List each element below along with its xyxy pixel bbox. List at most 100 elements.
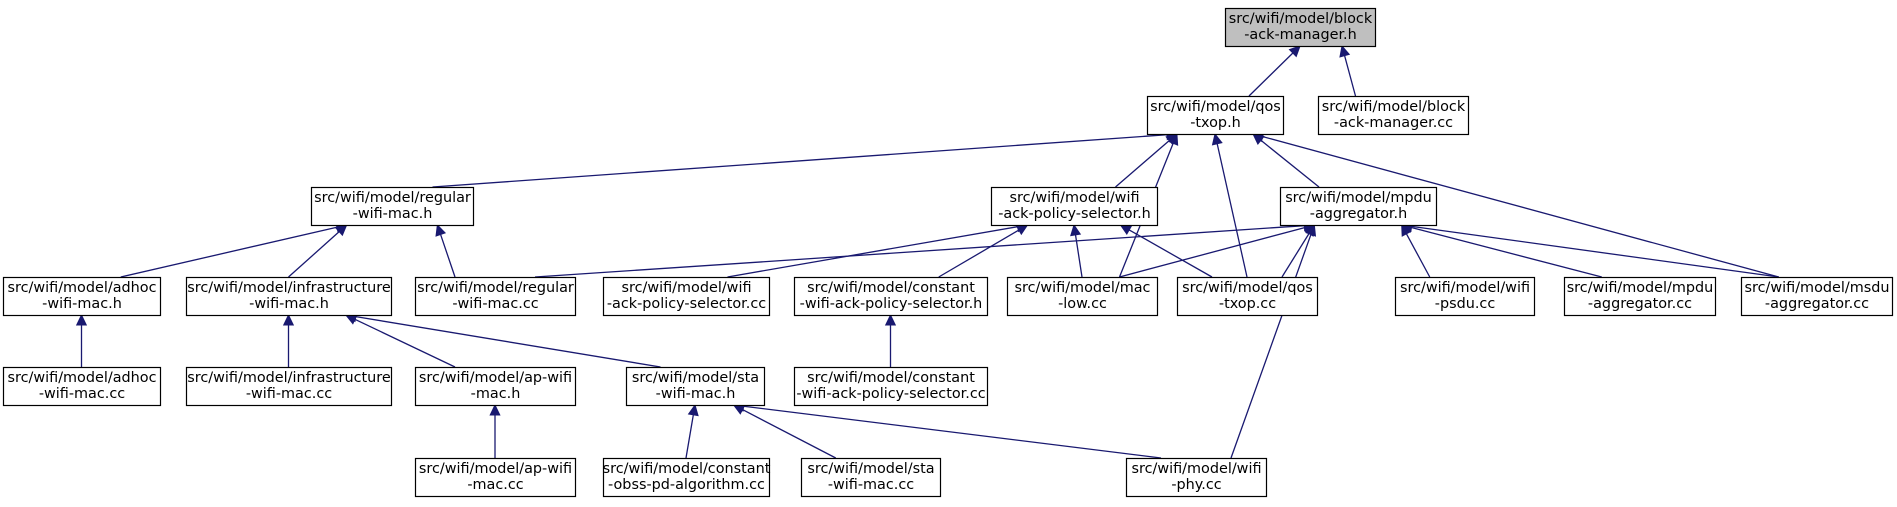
node-label-line: src/wifi/model/constant bbox=[807, 280, 975, 296]
node-label-line: -psdu.cc bbox=[1435, 296, 1496, 312]
node-regular-cc[interactable]: src/wifi/model/regular-wifi-mac.cc bbox=[414, 276, 577, 317]
arrowhead-icon bbox=[1167, 132, 1179, 146]
arrowhead-icon bbox=[435, 223, 447, 237]
node-infra-cc[interactable]: src/wifi/model/infrastructure-wifi-mac.c… bbox=[185, 366, 393, 407]
edge-line bbox=[1262, 135, 1779, 278]
node-const-aps-cc[interactable]: src/wifi/model/constant-wifi-ack-policy-… bbox=[793, 366, 989, 407]
edge-line bbox=[1230, 234, 1312, 459]
arrowhead-icon bbox=[1015, 224, 1029, 236]
node-label-line: -phy.cc bbox=[1171, 477, 1221, 493]
node-label-line: src/wifi/model/wifi bbox=[621, 280, 751, 296]
node-label-line: -wifi-mac.h bbox=[353, 206, 433, 222]
node-box bbox=[1176, 276, 1319, 317]
edge-regular_h-to-regular_cc bbox=[435, 223, 456, 278]
node-label-line: -ack-policy-selector.cc bbox=[607, 296, 766, 312]
node-label-line: src/wifi/model/wifi bbox=[1400, 280, 1530, 296]
node-label-line: src/wifi/model/adhoc bbox=[8, 370, 157, 386]
arrowhead-icon bbox=[282, 313, 295, 326]
node-mac-low-cc[interactable]: src/wifi/model/mac-low.cc bbox=[1006, 276, 1159, 317]
edge-infra_h-to-ap_h bbox=[344, 314, 456, 368]
node-ap-cc[interactable]: src/wifi/model/ap-wifi-mac.cc bbox=[414, 457, 577, 498]
edge-line bbox=[288, 231, 340, 278]
node-box bbox=[2, 276, 162, 317]
node-box bbox=[1279, 186, 1438, 227]
node-label-line: src/wifi/model/mpdu bbox=[1567, 280, 1714, 296]
arrowhead-icon bbox=[1070, 223, 1082, 237]
node-box bbox=[1317, 95, 1470, 136]
edge-line bbox=[1260, 139, 1320, 188]
node-label-line: -wifi-mac.h bbox=[656, 386, 736, 402]
edge-line bbox=[355, 315, 661, 368]
node-adhoc-h[interactable]: src/wifi/model/adhoc-wifi-mac.h bbox=[2, 276, 162, 317]
edge-line bbox=[354, 318, 456, 368]
edge-const_aps_h-to-const_aps_cc bbox=[884, 313, 897, 367]
edges-layer bbox=[75, 44, 1779, 459]
node-label-line: src/wifi/model/constant bbox=[807, 370, 975, 386]
node-box bbox=[602, 457, 771, 498]
arrowhead-icon bbox=[884, 313, 897, 326]
node-adhoc-cc[interactable]: src/wifi/model/adhoc-wifi-mac.cc bbox=[2, 366, 162, 407]
node-wifi-phy-cc[interactable]: src/wifi/model/wifi-phy.cc bbox=[1125, 457, 1268, 498]
node-label-line: src/wifi/model/ap-wifi bbox=[419, 370, 572, 386]
node-msdu-agg-cc[interactable]: src/wifi/model/msdu-aggregator.cc bbox=[1740, 276, 1894, 317]
node-box bbox=[1125, 457, 1268, 498]
node-qos-txop-cc[interactable]: src/wifi/model/qos-txop.cc bbox=[1176, 276, 1319, 317]
arrowhead-icon bbox=[1305, 223, 1317, 237]
node-bam-h[interactable]: src/wifi/model/block-ack-manager.h bbox=[1224, 7, 1377, 48]
node-wifi-aps-h[interactable]: src/wifi/model/wifi-ack-policy-selector.… bbox=[990, 186, 1159, 227]
node-box bbox=[602, 276, 771, 317]
node-label-line: -wifi-mac.cc bbox=[828, 477, 914, 493]
edge-qos_txop_h-to-qos_txop_cc bbox=[1211, 132, 1248, 278]
edge-line bbox=[1248, 52, 1294, 97]
arrowhead-icon bbox=[1339, 44, 1351, 58]
node-bam-cc[interactable]: src/wifi/model/block-ack-manager.cc bbox=[1317, 95, 1470, 136]
node-mpdu-agg-h[interactable]: src/wifi/model/mpdu-aggregator.h bbox=[1279, 186, 1438, 227]
edge-line bbox=[1074, 234, 1083, 278]
edge-line bbox=[534, 225, 1305, 278]
edge-line bbox=[439, 234, 456, 278]
node-wifi-psdu-cc[interactable]: src/wifi/model/wifi-psdu.cc bbox=[1394, 276, 1536, 317]
node-label-line: src/wifi/model/block bbox=[1229, 11, 1373, 27]
node-label-line: src/wifi/model/wifi bbox=[1131, 461, 1261, 477]
edge-regular_h-to-adhoc_h bbox=[120, 221, 348, 278]
node-ap-h[interactable]: src/wifi/model/ap-wifi-mac.h bbox=[414, 366, 577, 407]
node-label-line: -aggregator.cc bbox=[1765, 296, 1869, 312]
node-const-aps-h[interactable]: src/wifi/model/constant-wifi-ack-policy-… bbox=[793, 276, 989, 317]
node-qos-txop-h[interactable]: src/wifi/model/qos-txop.h bbox=[1146, 95, 1285, 136]
edge-sta_h-to-obss_cc bbox=[685, 403, 699, 459]
edge-bam_h-to-bam_cc bbox=[1339, 44, 1357, 97]
node-label-line: src/wifi/model/qos bbox=[1150, 99, 1281, 115]
node-regular-h[interactable]: src/wifi/model/regular-wifi-mac.h bbox=[310, 186, 475, 227]
edge-mpdu_agg_h-to-mpdu_agg_cc bbox=[1400, 222, 1602, 278]
node-box bbox=[1394, 276, 1536, 317]
node-obss-cc[interactable]: src/wifi/model/constant-obss-pd-algorith… bbox=[602, 457, 771, 498]
node-infra-h[interactable]: src/wifi/model/infrastructure-wifi-mac.h bbox=[185, 276, 393, 317]
node-wifi-aps-cc[interactable]: src/wifi/model/wifi-ack-policy-selector.… bbox=[602, 276, 771, 317]
node-label-line: src/wifi/model/mac bbox=[1015, 280, 1151, 296]
node-label-line: -txop.cc bbox=[1219, 296, 1276, 312]
node-label-line: -txop.h bbox=[1190, 115, 1241, 131]
node-box bbox=[1146, 95, 1285, 136]
node-label-line: -wifi-mac.h bbox=[42, 296, 122, 312]
edge-regular_h-to-infra_h bbox=[288, 224, 348, 278]
nodes-layer: src/wifi/model/block-ack-manager.hsrc/wi… bbox=[2, 7, 1894, 498]
arrowhead-icon bbox=[489, 403, 501, 416]
edge-qos_txop_h-to-regular_h bbox=[432, 129, 1179, 188]
node-box bbox=[990, 186, 1159, 227]
edge-line bbox=[1119, 226, 1305, 278]
edge-bam_h-to-qos_txop_h bbox=[1248, 45, 1301, 97]
node-box bbox=[793, 366, 989, 407]
edge-line bbox=[742, 409, 837, 459]
edge-line bbox=[1411, 225, 1779, 278]
node-sta-cc[interactable]: src/wifi/model/sta-wifi-mac.cc bbox=[800, 457, 942, 498]
node-label-line: src/wifi/model/qos bbox=[1182, 280, 1313, 296]
node-box bbox=[1563, 276, 1717, 317]
edge-infra_h-to-infra_cc bbox=[282, 313, 295, 367]
node-label-line: -ack-policy-selector.h bbox=[998, 206, 1151, 222]
node-label-line: src/wifi/model/regular bbox=[314, 190, 471, 206]
node-sta-h[interactable]: src/wifi/model/sta-wifi-mac.h bbox=[625, 366, 766, 407]
node-label-line: src/wifi/model/infrastructure bbox=[187, 370, 391, 386]
arrowhead-icon bbox=[1211, 132, 1223, 146]
arrowhead-icon bbox=[1119, 224, 1133, 236]
node-mpdu-agg-cc[interactable]: src/wifi/model/mpdu-aggregator.cc bbox=[1563, 276, 1717, 317]
